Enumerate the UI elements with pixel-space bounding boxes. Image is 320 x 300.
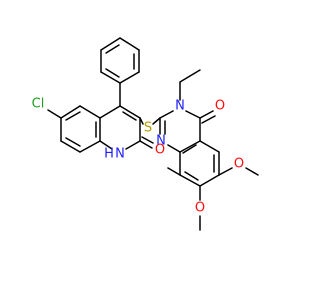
molecule-diagram: Cl N H O S N N O O O (32, 37, 259, 231)
methoxy-oxygen-label: O (195, 201, 205, 216)
bonds (47, 37, 259, 231)
bond (100, 37, 121, 51)
nitrogen-label: N (175, 99, 185, 114)
nitrogen-label: N (115, 147, 125, 162)
bond (65, 137, 81, 147)
atom-labels: Cl N H O S N N O O O (32, 97, 244, 216)
bond (184, 171, 199, 181)
bond (199, 140, 220, 153)
methoxy-oxygen-label: O (234, 157, 244, 172)
bond (167, 144, 181, 153)
bond (99, 105, 121, 119)
bond (139, 117, 144, 125)
bond (182, 144, 197, 154)
sulfur-label: S (144, 121, 152, 136)
bond (99, 140, 113, 150)
bond (185, 110, 201, 119)
bond (179, 69, 201, 83)
bond (100, 71, 121, 84)
bond (79, 105, 101, 119)
bond (199, 174, 220, 187)
carbonyl-oxygen-label: O (215, 99, 225, 114)
bond (199, 110, 214, 119)
bond (60, 105, 81, 119)
chlorine-label: Cl (32, 97, 45, 112)
bond (119, 37, 140, 51)
bond (60, 140, 81, 153)
bond (152, 117, 161, 125)
hydrogen-label: H (104, 147, 114, 162)
bond (119, 71, 140, 84)
bond (65, 111, 81, 121)
bond (79, 140, 101, 153)
bond (119, 105, 141, 119)
bond (105, 44, 120, 54)
bond (47, 109, 62, 119)
carbonyl-oxygen-label: O (155, 143, 165, 158)
bond (105, 68, 120, 78)
bond (141, 136, 154, 144)
bond (167, 167, 181, 176)
bond (122, 111, 137, 121)
bond (179, 140, 201, 153)
bond (245, 167, 259, 176)
bond (125, 140, 141, 150)
nitrogen-label: N (156, 134, 166, 149)
structure-drawing: Cl N H O S N N O O O (32, 37, 259, 231)
bond (139, 140, 153, 149)
bond (218, 167, 233, 176)
bond (159, 110, 174, 119)
bond (179, 174, 201, 187)
bond (201, 115, 216, 124)
